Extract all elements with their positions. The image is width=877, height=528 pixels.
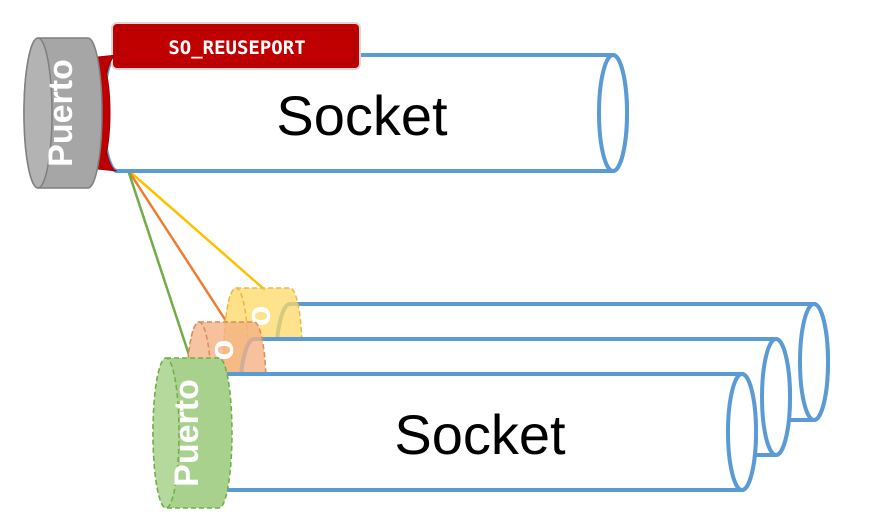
top-port-label: Puerto	[42, 59, 80, 167]
connection-line-yellow	[127, 169, 266, 291]
back-port-label-2: o	[203, 340, 241, 361]
front-port-label: Puerto	[168, 379, 206, 487]
connection-line-green	[126, 169, 192, 359]
back-port-label-1: o	[240, 306, 278, 327]
top-socket-label: Socket	[276, 84, 448, 147]
so-reuseport-tab: SO_REUSEPORT	[111, 22, 361, 70]
front-socket-label: Socket	[394, 403, 566, 466]
front-port-disc-green: Puerto	[152, 357, 233, 509]
connection-line-orange	[126, 169, 230, 325]
so-reuseport-label: SO_REUSEPORT	[168, 37, 305, 59]
top-port-disc: Puerto	[23, 37, 103, 189]
top-socket-cylinder: Socket	[101, 53, 629, 173]
front-socket-cylinder: Socket	[203, 372, 758, 492]
